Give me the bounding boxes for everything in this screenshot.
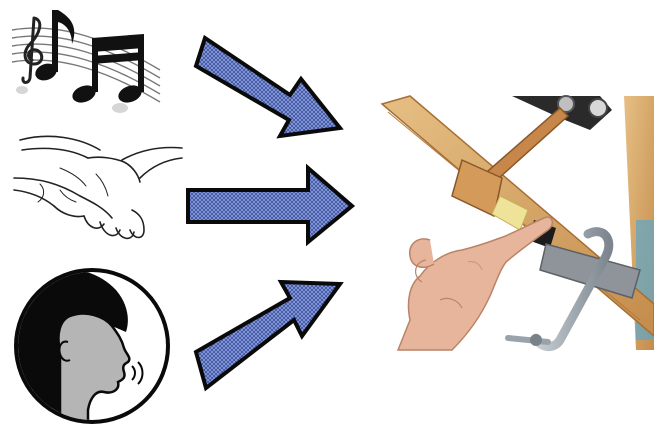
finger-device-photo <box>380 95 654 351</box>
arrow-bottom <box>193 279 344 392</box>
handshake-icon <box>13 135 183 240</box>
arrow-top <box>193 34 344 139</box>
arrow-middle <box>186 163 356 247</box>
speaking-head-icon <box>14 268 170 424</box>
music-notes-icon <box>11 10 161 113</box>
